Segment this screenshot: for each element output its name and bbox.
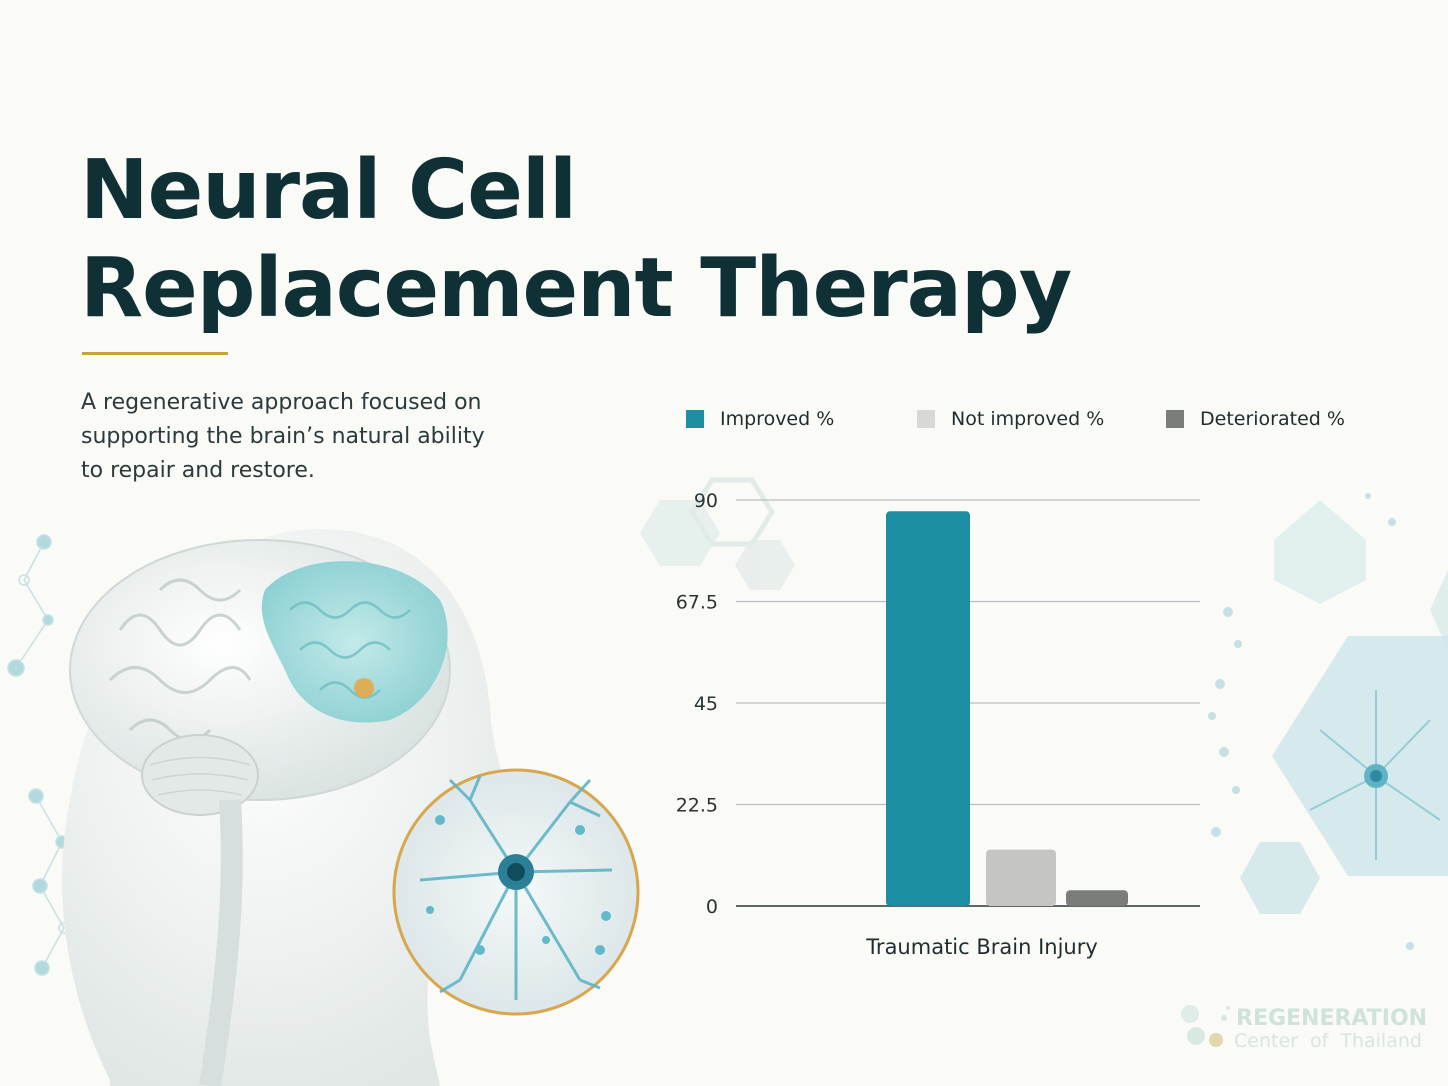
network-decor-icon	[7, 534, 70, 976]
page-title-line-2: Replacement Therapy	[80, 241, 1072, 336]
y-tick-label: 22.5	[676, 795, 718, 817]
bar-improved	[886, 511, 970, 906]
cerebellum-icon	[141, 734, 259, 816]
hexagon-decor-icon	[640, 477, 795, 590]
legend-item-deteriorated: Deteriorated %	[1166, 408, 1345, 430]
brand-logo: REGENERATION Center of Thailand	[1180, 1000, 1430, 1060]
x-category-label: Traumatic Brain Injury	[865, 935, 1098, 959]
legend-swatch-improved	[686, 410, 704, 428]
right-hexagon-decor	[1208, 493, 1448, 950]
legend-label-not-improved: Not improved %	[951, 408, 1105, 430]
highlighted-brain-region	[261, 561, 448, 723]
legend-label-deteriorated: Deteriorated %	[1200, 408, 1345, 430]
chart-legend: Improved % Not improved % Deteriorated %	[686, 408, 1366, 438]
y-tick-label: 90	[694, 490, 718, 512]
neuron-hexagon-icon	[1272, 636, 1448, 876]
y-tick-label: 0	[706, 896, 718, 918]
legend-swatch-deteriorated	[1166, 410, 1184, 428]
y-tick-label: 45	[694, 693, 718, 715]
logo-line-2: Center of Thailand	[1234, 1030, 1422, 1052]
bar-deteriorated	[1066, 890, 1128, 906]
page-title: Neural Cell Replacement Therapy	[80, 142, 1072, 338]
legend-label-improved: Improved %	[720, 408, 835, 430]
y-tick-label: 67.5	[676, 592, 718, 614]
logo-mark-icon	[1181, 1005, 1230, 1047]
glow-spot-icon	[354, 678, 374, 698]
logo-line-1: REGENERATION	[1236, 1006, 1428, 1031]
page-title-line-1: Neural Cell	[80, 143, 577, 238]
page-subtitle: A regenerative approach focused on suppo…	[81, 390, 485, 483]
brain-illustration	[7, 529, 640, 1086]
legend-item-improved: Improved %	[686, 408, 834, 430]
legend-item-not-improved: Not improved %	[917, 408, 1104, 430]
title-accent-rule	[82, 352, 228, 355]
bar-not-improved	[986, 849, 1056, 906]
legend-swatch-not-improved	[917, 410, 935, 428]
neuron-inset-icon	[392, 768, 640, 1016]
spinal-cord-icon	[199, 799, 243, 1086]
